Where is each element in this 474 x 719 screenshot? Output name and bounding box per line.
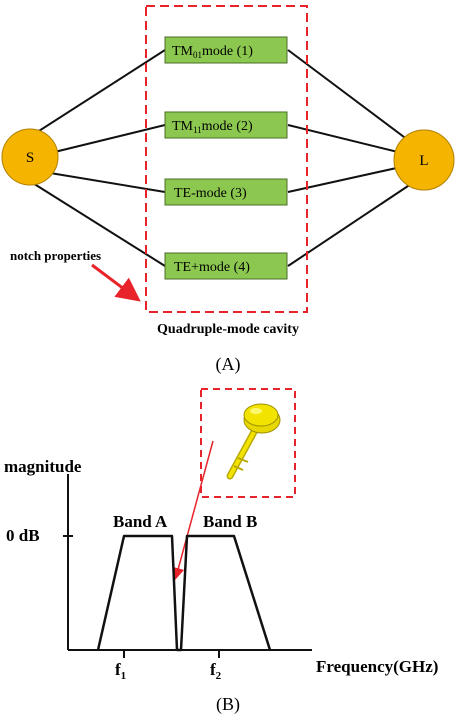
- load-label: L: [419, 153, 428, 169]
- x-axis-label: Frequency(GHz): [316, 657, 438, 676]
- panel-a-coupling-diagram: S L TM01mode (1) TM11mode (2) TE-mode (3…: [1, 5, 455, 375]
- mode-box-4: [164, 252, 288, 280]
- mode-label-2: TM11mode (2): [172, 119, 253, 135]
- zero-db-label: 0 dB: [6, 526, 40, 545]
- panel-b-response-sketch: magnitude 0 dB Band A Band B f1 f2 Frequ…: [4, 388, 438, 715]
- probe-to-notch-arrow: [172, 440, 214, 580]
- source-label: S: [26, 150, 34, 166]
- mode-label-3: TE-mode (3): [174, 186, 247, 201]
- source-node: [1, 128, 59, 186]
- caption-a: (A): [216, 354, 241, 375]
- mode-box-3: [164, 178, 288, 206]
- band-b-label: Band B: [203, 512, 257, 531]
- f2-label: f2: [210, 660, 222, 682]
- mode-label-1: TM01mode (1): [172, 44, 253, 60]
- probe-icon: [226, 403, 281, 480]
- caption-b: (B): [216, 694, 240, 715]
- probe-inset-box: [200, 388, 296, 498]
- load-node: [393, 129, 455, 191]
- cavity-label: Quadruple-mode cavity: [157, 322, 299, 337]
- coupling-lines: [27, 49, 415, 267]
- response-curve: [96, 534, 272, 652]
- y-axis-label: magnitude: [4, 457, 82, 476]
- mode-box-1: [164, 36, 288, 64]
- cavity-dashed-box: [145, 5, 308, 313]
- f1-label: f1: [115, 660, 126, 682]
- band-a-label: Band A: [113, 512, 168, 531]
- mode-box-2: [164, 111, 288, 139]
- notch-arrow: [91, 263, 141, 302]
- notch-properties-label: notch properties: [10, 248, 101, 263]
- mode-label-4: TE+mode (4): [174, 260, 250, 275]
